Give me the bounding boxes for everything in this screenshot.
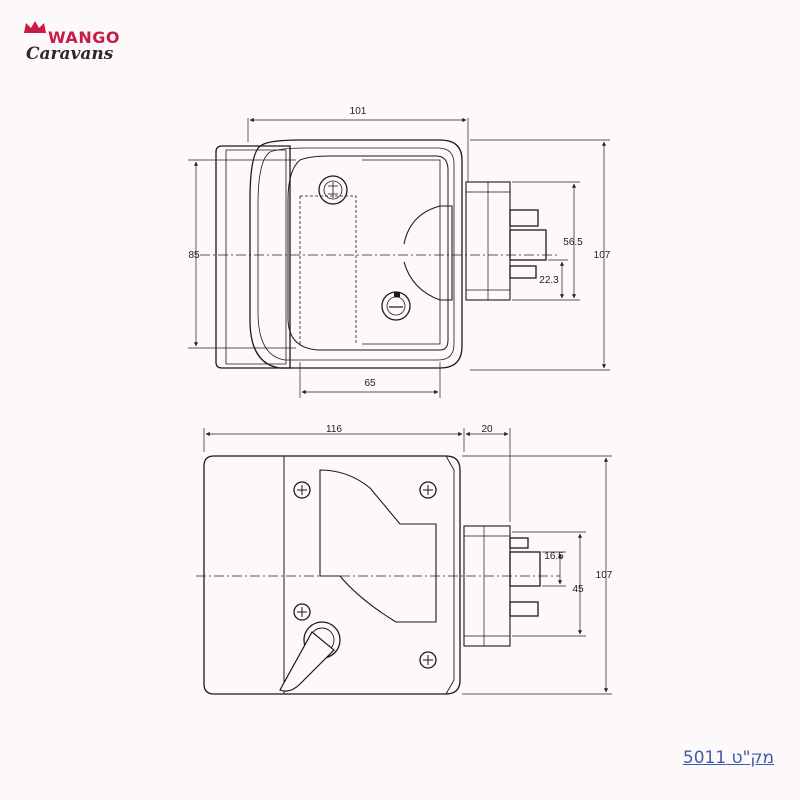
- dim-bottom-depth: 20: [481, 424, 493, 435]
- dim-top-width: 101: [350, 106, 367, 117]
- bottom-view: [203, 455, 541, 695]
- dim-bottom-small: 16.5: [544, 551, 564, 562]
- dim-bottom-width: 116: [326, 424, 342, 435]
- top-view-dims: [188, 117, 610, 398]
- bottom-body-outline: [203, 455, 461, 695]
- screw-mid-left: [293, 603, 311, 621]
- dim-top-height-left: 85: [188, 250, 200, 261]
- screw-top-left: [293, 481, 311, 499]
- screw-top-right: [419, 481, 437, 499]
- top-view: [215, 139, 547, 369]
- dim-top-right-a: 56.5: [563, 237, 583, 248]
- dim-top-right-total: 107: [594, 250, 611, 261]
- top-flange-outline: [215, 145, 291, 369]
- dim-bottom-height-total: 107: [596, 570, 613, 581]
- screw-bottom-right: [419, 651, 437, 669]
- sku-label: מק"ט 5011: [682, 748, 774, 768]
- crown-icon: [24, 21, 46, 33]
- logo-word-wango: WANGO: [48, 28, 120, 47]
- dim-bottom-mid: 45: [572, 584, 584, 595]
- dim-top-bottom-width: 65: [364, 378, 376, 389]
- top-body-outline: [249, 139, 463, 369]
- logo-word-caravans: Caravans: [26, 44, 114, 64]
- brand-logo: WANGO Caravans: [22, 20, 152, 70]
- bottom-view-dims: [196, 428, 612, 695]
- dim-top-right-b: 22.3: [539, 275, 559, 286]
